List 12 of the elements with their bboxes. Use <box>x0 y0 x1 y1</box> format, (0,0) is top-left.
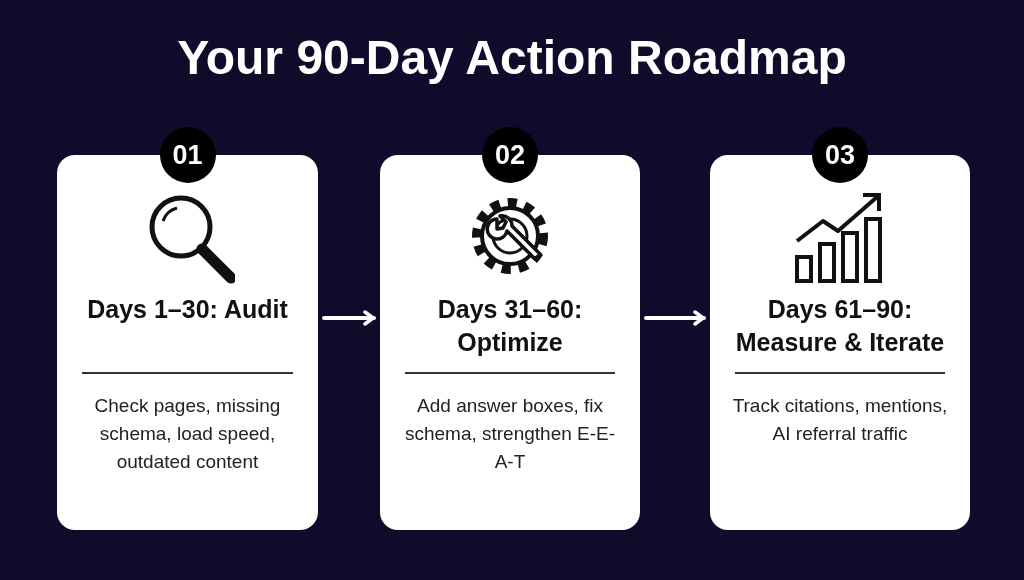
arrow <box>322 310 376 326</box>
step-number-badge: 02 <box>482 127 538 183</box>
step-description: Check pages, missing schema, load speed, outdated content <box>93 394 282 474</box>
step-description: Add answer boxes, fix schema, strengthen E-E-A-T <box>403 394 617 474</box>
step-heading: Days 31–60: Optimize <box>436 294 584 358</box>
step-heading: Days 61–90: Measure & Iterate <box>734 294 946 358</box>
arrow <box>644 310 706 326</box>
title: Your 90-Day Action Roadmap <box>176 30 848 85</box>
step-number-badge: 01 <box>159 127 216 183</box>
step-description: Track citations, mentions, AI referral traffic <box>731 394 949 446</box>
step-heading: Days 1–30: Audit <box>86 294 289 325</box>
step-number-badge: 03 <box>812 127 868 183</box>
